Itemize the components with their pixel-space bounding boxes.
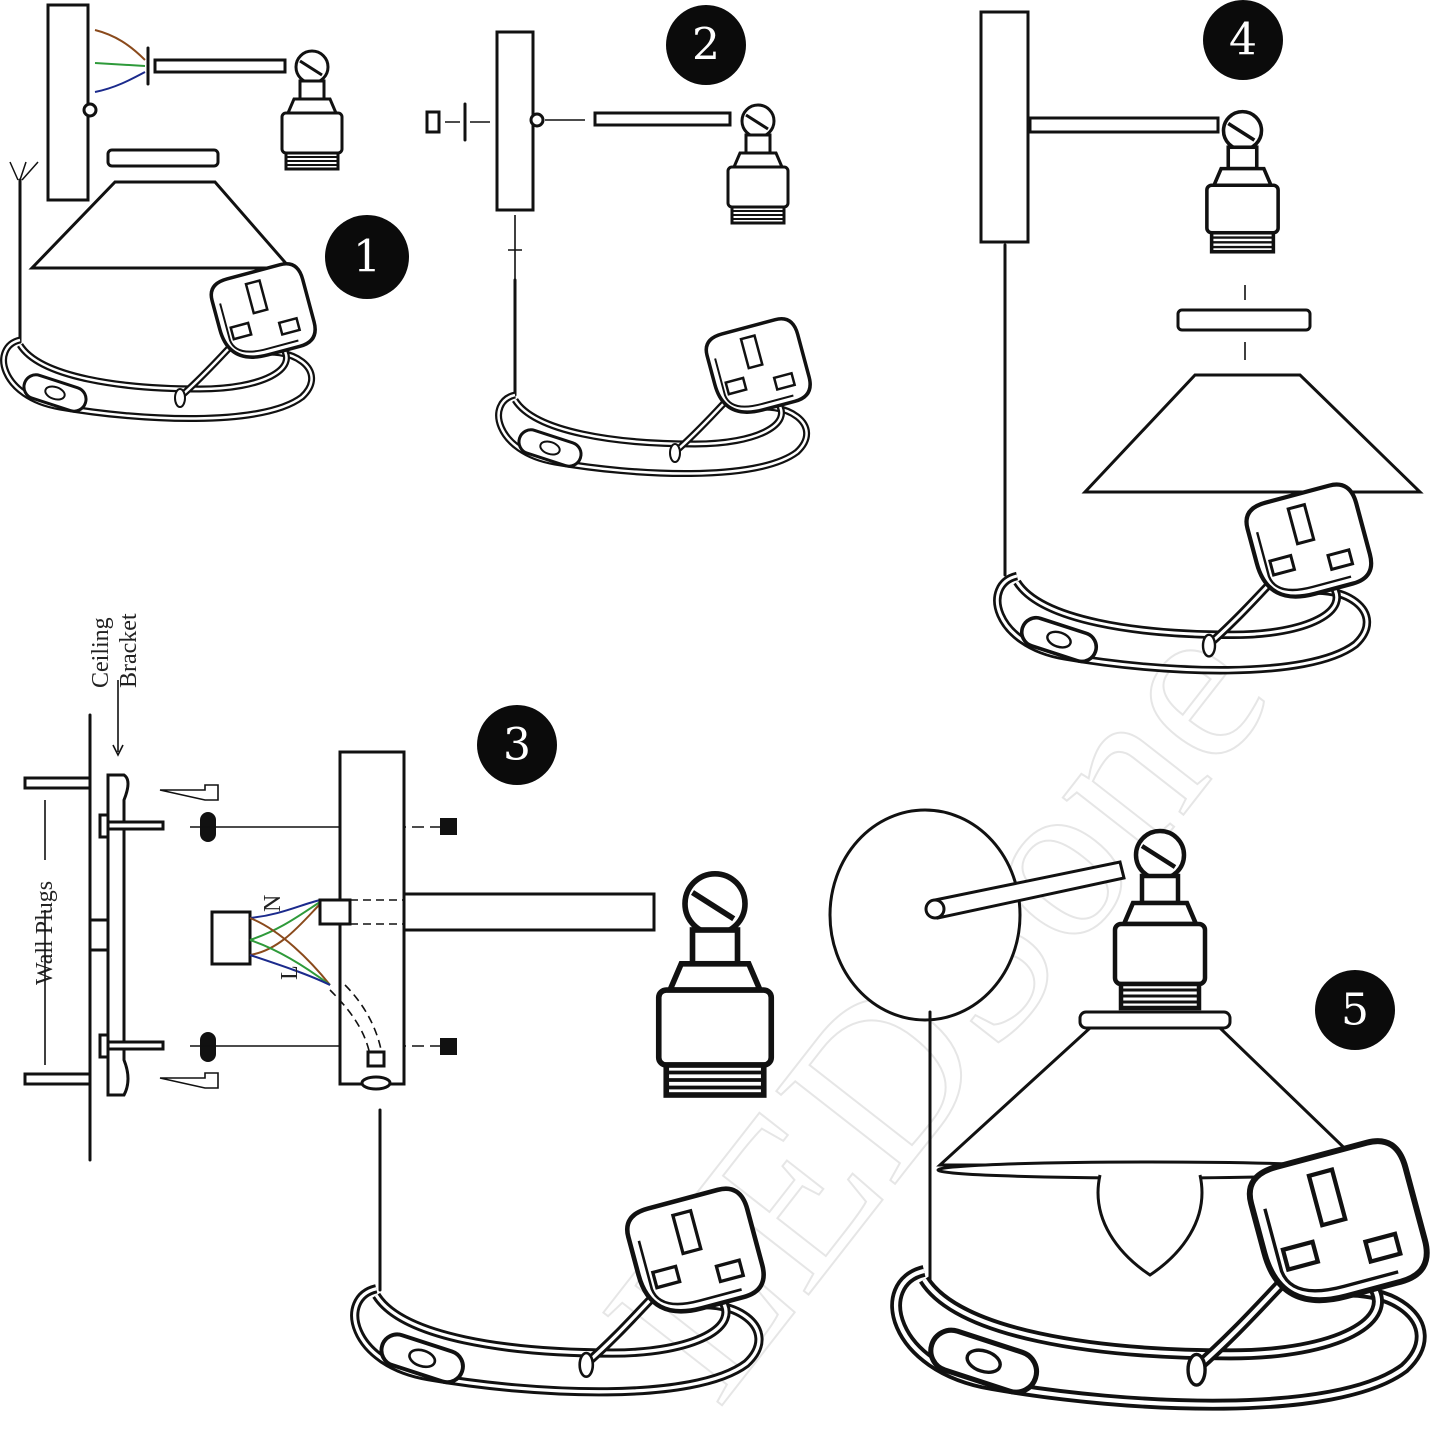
step-number: 5 [1341,985,1369,1036]
ceiling-label: Ceiling [88,617,114,688]
lamp-holder [726,103,790,225]
bracket-label: Bracket [116,613,142,688]
step-number: 4 [1229,15,1257,66]
power-cord-with-switch-and-plug [4,260,320,419]
brown-wire [94,29,146,61]
step-1: 1 [4,3,409,419]
step-number: 1 [353,232,381,283]
ceiling-bracket [106,773,130,1097]
lamp-holder [659,874,772,1095]
step-5: 5 [828,808,1434,1405]
step-number: 2 [692,20,720,71]
backplate [46,3,90,202]
step-3: Ceiling Bracket Wall Plugs N L [23,613,772,1392]
terminal-block [210,910,252,966]
blue-wire [94,71,146,93]
shade-ring [106,148,220,168]
live-label: L [277,965,303,980]
lamp-holder [280,49,344,171]
wall-plug [200,1032,216,1062]
neutral-label: N [260,895,286,912]
power-cord-with-switch-and-plug [499,315,815,474]
arm [402,892,656,932]
step-number: 3 [503,720,531,771]
bulb [1096,1174,1204,1277]
backplate [495,30,535,212]
round-wall-plate [828,808,1022,1022]
step-2: 2 [425,5,815,474]
backplate [979,10,1030,244]
step-4: 4 [979,0,1424,670]
green-wire [94,62,146,67]
shade-ring [1176,308,1312,332]
lamp-shade [1081,373,1424,494]
